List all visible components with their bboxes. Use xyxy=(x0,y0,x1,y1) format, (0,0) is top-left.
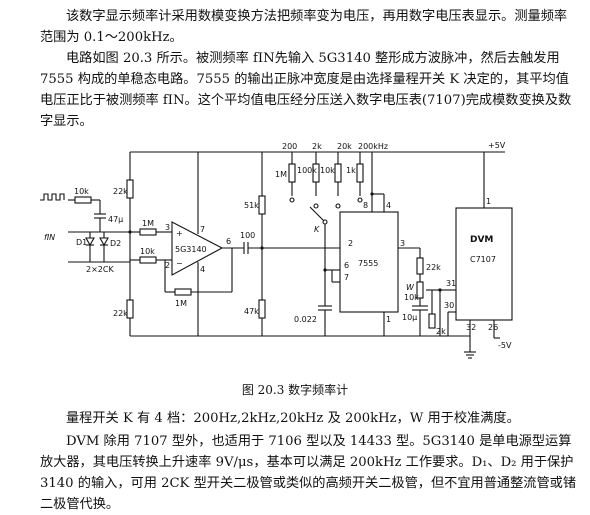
dvm-notes-paragraph: DVM 除用 7107 型外，也适用于 7106 型以及 14433 型。5G3… xyxy=(40,434,577,512)
supply-negative-label: -5V xyxy=(498,341,512,350)
range-switch-label: K xyxy=(314,225,320,234)
input-bias-resistor-label: 1M xyxy=(142,219,154,228)
svg-text:7: 7 xyxy=(344,273,349,282)
svg-text:1: 1 xyxy=(486,197,491,206)
input-label: fIN xyxy=(44,233,55,242)
svg-text:31: 31 xyxy=(446,279,456,288)
svg-text:1k: 1k xyxy=(346,166,356,175)
trigger-resistor-top-label: 51k xyxy=(244,201,259,210)
frequency-meter-schematic: +5V fIN 10k 47μ D1 D2 2×2CK 22k 22k 1M 1… xyxy=(40,141,513,359)
ref-resistor-label: 2k xyxy=(436,327,446,336)
bias-resistor-bottom-label: 22k xyxy=(113,309,128,318)
output-resistor-label: 22k xyxy=(426,263,441,272)
svg-text:2: 2 xyxy=(348,239,353,248)
circuit-description-paragraph: 电路如图 20.3 所示。被测频率 fIN先输入 5G3140 整形成方波脉冲，… xyxy=(40,51,572,129)
input-capacitor-label: 47μ xyxy=(108,215,123,224)
trigger-resistor-bottom-label: 47k xyxy=(244,307,259,316)
svg-text:100k: 100k xyxy=(297,166,317,175)
svg-text:6: 6 xyxy=(226,237,231,246)
range-label-20k: 20k xyxy=(337,142,352,151)
svg-text:1: 1 xyxy=(386,315,391,324)
supply-positive-label: +5V xyxy=(488,141,506,150)
timing-capacitor-label: 0.022 xyxy=(294,315,317,324)
timer-chip xyxy=(339,211,399,313)
range-label-200: 200 xyxy=(282,142,297,151)
dvm-label: DVM xyxy=(470,235,493,245)
inverting-resistor-label: 10k xyxy=(140,247,155,256)
svg-text:10k: 10k xyxy=(320,166,335,175)
svg-text:4: 4 xyxy=(200,265,205,274)
figure-caption: 图 20.3 数字频率计 xyxy=(241,383,349,397)
timer-label: 7555 xyxy=(358,259,378,268)
opamp-symbol xyxy=(171,221,224,276)
svg-text:8: 8 xyxy=(363,201,368,210)
diode1-label: D1 xyxy=(76,238,87,247)
diode-type-label: 2×2CK xyxy=(86,265,114,274)
svg-text:7: 7 xyxy=(200,225,205,234)
range-label-2k: 2k xyxy=(312,142,322,151)
intro-paragraph: 该数字显示频率计采用数模变换方法把频率变为电压，再用数字电压表显示。测量频率范围… xyxy=(40,9,568,45)
svg-text:30: 30 xyxy=(444,301,454,310)
opamp-label: 5G3140 xyxy=(175,245,207,254)
svg-text:4: 4 xyxy=(386,201,391,210)
feedback-resistor-label: 1M xyxy=(175,299,187,308)
dvm-chip-label: C7107 xyxy=(470,255,496,264)
bias-resistor-top-label: 22k xyxy=(113,187,128,196)
svg-text:1M: 1M xyxy=(275,170,287,179)
input-resistor-label: 10k xyxy=(74,187,89,196)
svg-text:3: 3 xyxy=(400,239,405,248)
svg-text:+: + xyxy=(176,229,183,238)
svg-text:−: − xyxy=(176,259,183,268)
trimmer-value-label: 10k xyxy=(404,293,419,302)
trimmer-label: W xyxy=(406,283,415,292)
filter-capacitor-label: 10μ xyxy=(402,313,417,322)
range-switch-paragraph: 量程开关 K 有 4 档：200Hz,2kHz,20kHz 及 200kHz，W… xyxy=(66,411,520,426)
svg-text:6: 6 xyxy=(344,261,349,270)
svg-text:2: 2 xyxy=(165,261,170,270)
svg-text:32: 32 xyxy=(466,323,476,332)
coupling-capacitor-label: 100 xyxy=(240,231,255,240)
svg-text:26: 26 xyxy=(488,323,498,332)
svg-text:3: 3 xyxy=(165,223,170,232)
square-wave-icon xyxy=(40,193,65,201)
dvm-chip xyxy=(455,207,513,321)
range-label-200k: 200kHz xyxy=(358,142,388,151)
diode2-label: D2 xyxy=(110,239,121,248)
range-resistor-bank: 1M 100k 10k 1k K xyxy=(275,152,364,234)
